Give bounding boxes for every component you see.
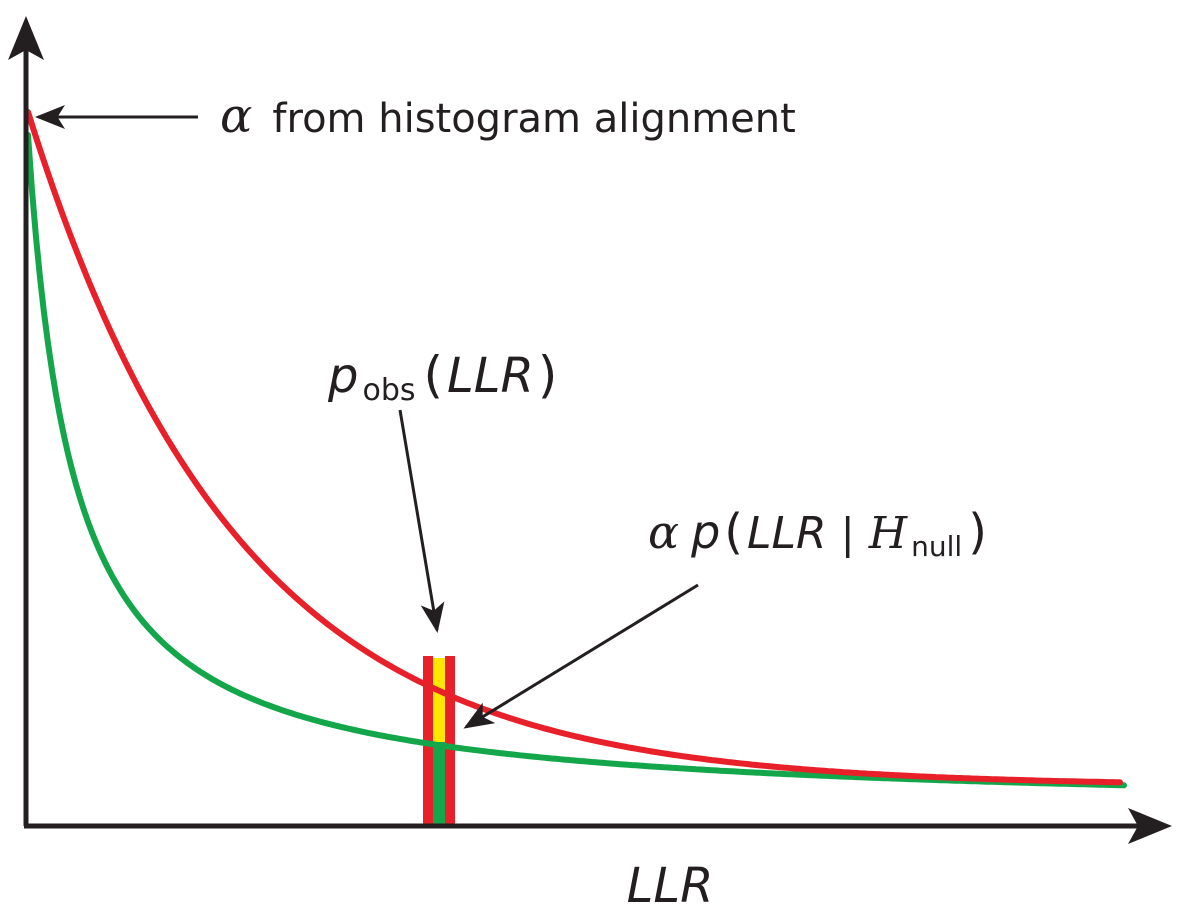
pobs-label: p obs ( LLR ) bbox=[327, 346, 557, 408]
x-axis-arrowhead bbox=[1128, 808, 1172, 844]
bin-right-edge bbox=[445, 656, 455, 826]
null-alpha: α bbox=[648, 505, 679, 559]
pobs-subscript: obs bbox=[362, 373, 415, 408]
null-open-paren: ( bbox=[724, 504, 743, 560]
bin-null-fill bbox=[433, 742, 445, 826]
pobs-open-paren: ( bbox=[424, 346, 444, 404]
null-bar: | bbox=[841, 509, 855, 558]
bin-excess-fill bbox=[433, 658, 445, 742]
alpha-annotation: α from histogram alignment bbox=[220, 88, 796, 144]
observed-curve bbox=[25, 109, 1123, 786]
null-H: H bbox=[868, 508, 909, 559]
y-axis-arrowhead bbox=[8, 16, 44, 60]
x-axis-label: LLR bbox=[627, 858, 714, 914]
null-label: α p ( LLR | H null ) bbox=[648, 504, 987, 563]
pobs-arg: LLR bbox=[447, 348, 534, 404]
null-curve bbox=[25, 132, 1127, 789]
null-close-paren: ) bbox=[968, 504, 987, 560]
alpha-symbol: α bbox=[220, 88, 252, 144]
null-p: p bbox=[690, 505, 720, 559]
null-arg: LLR bbox=[747, 508, 827, 559]
axes bbox=[8, 16, 1172, 844]
obs-arrow bbox=[398, 409, 445, 633]
null-arrow bbox=[463, 583, 699, 729]
pobs-p: p bbox=[327, 348, 358, 404]
pobs-close-paren: ) bbox=[538, 346, 558, 404]
null-subscript: null bbox=[911, 530, 962, 563]
alpha-annotation-text: from histogram alignment bbox=[272, 96, 795, 142]
